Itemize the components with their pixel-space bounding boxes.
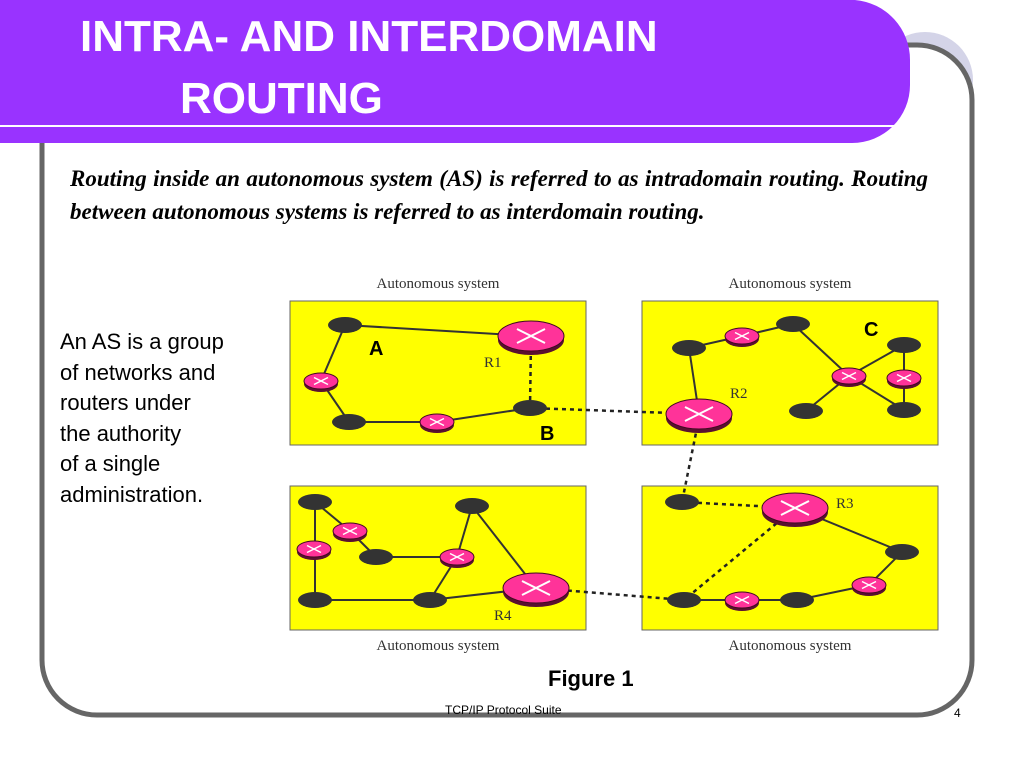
router-r2 [665, 398, 733, 434]
router-label-r4: R4 [494, 608, 512, 624]
intro-paragraph: Routing inside an autonomous system (AS)… [70, 166, 928, 224]
figure-caption: Figure 1 [548, 666, 634, 691]
as-definition: An AS is a group of networks and routers… [60, 327, 275, 510]
router-r3 [761, 492, 829, 528]
slide-title: INTRA- AND INTERDOMAIN ROUTING [0, 0, 910, 140]
slide-title-line-2: ROUTING [180, 74, 383, 123]
as-definition-line: An AS is a group [60, 329, 224, 354]
as-definition-line: administration. [60, 481, 204, 507]
as-label: Autonomous system [377, 276, 500, 292]
as-definition-line: of networks and [60, 359, 216, 385]
router-label-r2: R2 [730, 386, 748, 402]
page-number: 4 [954, 706, 961, 720]
as-label: Autonomous system [729, 276, 852, 292]
as-definition-line: of a single [60, 451, 161, 476]
as-definition-line: routers under [60, 390, 191, 415]
point-label-c: C [864, 319, 878, 341]
footer-text: TCP/IP Protocol Suite [445, 703, 562, 717]
router-label-r3: R3 [836, 496, 854, 512]
point-label-b: B [540, 423, 554, 445]
as-definition-line: the authority [60, 420, 182, 446]
slide-title-line-1: INTRA- AND INTERDOMAIN [80, 12, 658, 61]
router-r4 [502, 572, 570, 608]
as-label: Autonomous system [377, 638, 500, 654]
title-bar [0, 0, 911, 143]
point-label-a: A [369, 338, 383, 360]
router-r1 [497, 320, 565, 356]
router-label-r1: R1 [484, 355, 502, 371]
as-label: Autonomous system [729, 638, 852, 654]
